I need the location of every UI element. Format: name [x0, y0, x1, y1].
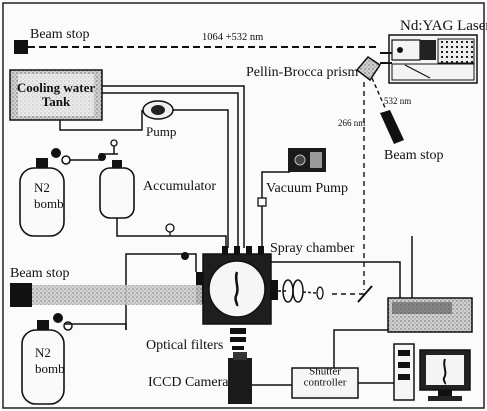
vacuum-pump-fan-icon [295, 155, 305, 165]
laser-panel [438, 39, 474, 63]
accumulator-to-chamber-line [117, 230, 226, 248]
laser-knob-icon [397, 47, 403, 53]
chamber-port-2 [234, 246, 240, 254]
optical-filters-label: Optical filters [146, 338, 223, 353]
n2-bomb-bottom-regulator [53, 313, 63, 323]
prism-label: Pellin-Brocca prism [246, 65, 358, 80]
spray-chamber-label: Spray chamber [270, 241, 355, 256]
iccd-camera-lens [233, 352, 247, 360]
beam-stop-top-label: Beam stop [30, 27, 90, 42]
optical-filter-3 [232, 346, 244, 350]
pc-drive-1 [398, 350, 410, 356]
lens-2 [293, 280, 303, 302]
vacuum-pump-motor [310, 152, 322, 168]
beam-stop-532-block [380, 110, 404, 144]
n2-bomb-bottom-valve [37, 320, 49, 330]
n2-to-accumulator-line [70, 154, 118, 160]
chamber-port-1 [222, 246, 228, 254]
beam-stop-top-block [14, 40, 28, 54]
accumulator-label: Accumulator [143, 179, 216, 194]
n2-bomb-top-regulator [51, 148, 61, 158]
optical-filter-1 [230, 328, 246, 334]
chamber-side-port-right [270, 280, 278, 300]
nm-266-label: 266 nm [338, 118, 365, 128]
n2-valve-icon [98, 153, 106, 161]
n2-bomb-top-valve [36, 158, 48, 168]
accumulator-cap [112, 160, 122, 168]
accumulator-gauge-icon [111, 140, 117, 146]
laser-crystal [420, 40, 436, 60]
beam-stop-left-block [10, 283, 32, 307]
shutter-to-controller-line [334, 330, 390, 368]
nozzle-feed-valve-icon [181, 252, 189, 260]
iccd-label: ICCD Camera [148, 375, 229, 390]
pc-monitor-stand [438, 390, 452, 396]
pc-drive-3 [398, 374, 410, 380]
optical-filter-2 [230, 337, 246, 342]
beam-stop-532-label: Beam stop [384, 148, 444, 163]
lens-3 [317, 287, 323, 299]
pc-drive-2 [398, 362, 410, 368]
iccd-camera [228, 358, 252, 404]
pc-keyboard [428, 396, 462, 401]
sheet-beam-2 [303, 292, 316, 293]
n2-bomb-top-gauge [62, 156, 70, 164]
chamber-port-3 [246, 246, 252, 254]
vacuum-pump-label: Vacuum Pump [266, 181, 348, 196]
accumulator [100, 168, 134, 218]
n2-bottom-feed-line [64, 324, 126, 330]
vacuum-valve [258, 198, 266, 206]
beam-wavelength-label: 1064 +532 nm [202, 32, 263, 43]
beam-stop-left-label: Beam stop [10, 266, 70, 281]
timing-controller-display [392, 302, 452, 314]
pump-label: Pump [146, 124, 176, 139]
chamber-port-4 [258, 246, 264, 254]
laser-label: Nd:YAG Laser [400, 18, 487, 34]
pump-rotor [151, 105, 165, 115]
spray-beam-path [32, 285, 202, 305]
nm-532-label: 532 nm [384, 96, 411, 106]
pellin-brocca-prism [357, 57, 380, 80]
line-gauge-icon [166, 224, 174, 232]
n2-bomb-bottom-gauge [64, 322, 72, 330]
chamber-to-controller-line [271, 262, 400, 298]
